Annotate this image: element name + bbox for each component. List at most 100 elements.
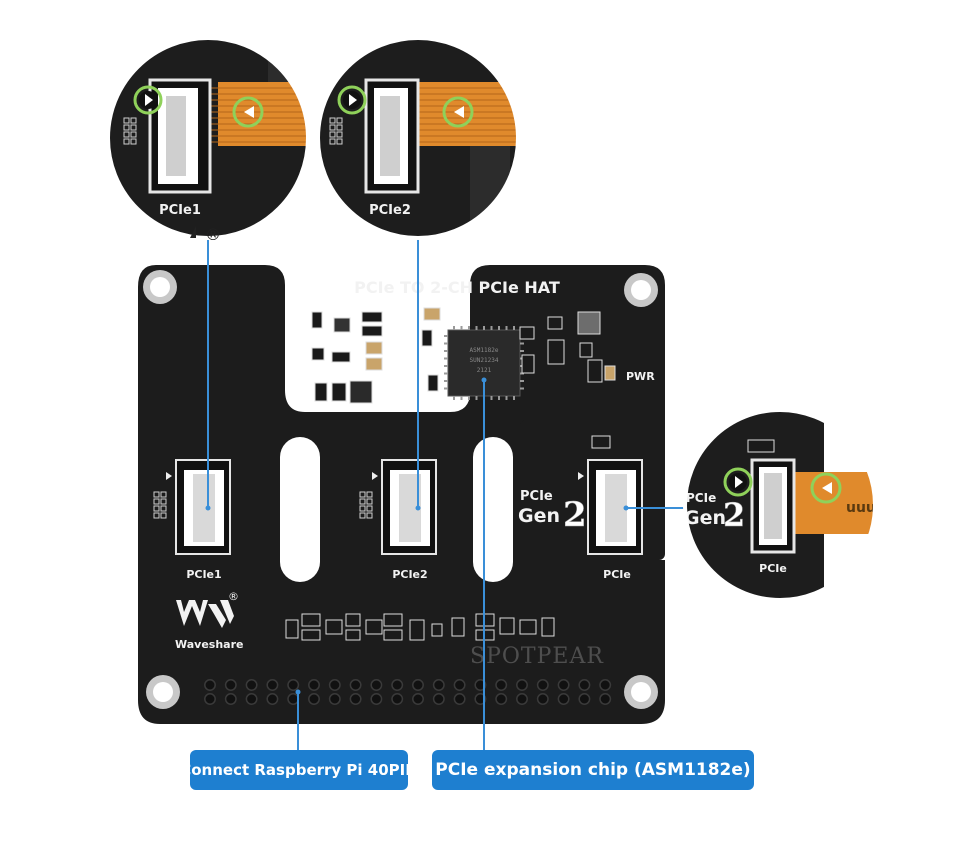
smd-component — [325, 619, 343, 635]
gpio-pin — [224, 679, 237, 691]
waveshare-logo-icon — [176, 600, 234, 628]
gpio-pin — [453, 679, 466, 691]
board-slot-left — [280, 437, 320, 582]
gpio-pin — [245, 679, 258, 691]
zoom-gen-num: 2 — [723, 496, 745, 534]
zoom-label-pcie: PCIe — [759, 562, 787, 575]
test-pad — [336, 131, 343, 138]
connector-label-pcie: PCIe — [603, 568, 631, 581]
smd-component — [383, 629, 403, 641]
test-pad — [160, 505, 167, 512]
gen-badge-bottom: Gen — [518, 505, 560, 527]
zoom-marker-triangle — [190, 226, 196, 238]
zoom-registered-mark: ® — [205, 225, 221, 244]
test-pad — [366, 505, 373, 512]
gpio-pin — [536, 693, 549, 705]
test-pad — [123, 138, 130, 145]
test-pad — [366, 491, 373, 498]
test-pad — [329, 124, 336, 131]
test-pad — [123, 124, 130, 131]
test-pad — [366, 512, 373, 519]
gpio-pin — [495, 679, 508, 691]
mounting-hole-bottom-right — [624, 675, 658, 709]
gpio-pin — [578, 693, 591, 705]
gen-badge-top: PCIe — [520, 489, 553, 504]
smd-component — [365, 619, 383, 635]
pwr-label: PWR — [626, 370, 655, 383]
mounting-hole-bottom-left — [146, 675, 180, 709]
smd-component — [541, 617, 555, 637]
gpio-pin — [224, 693, 237, 705]
zoom-gen-bottom: Gen — [684, 507, 726, 529]
gpio-pin — [245, 693, 258, 705]
test-pad — [160, 491, 167, 498]
smd-component — [451, 617, 465, 637]
test-pad — [153, 512, 160, 519]
chip-marking-3: 2121 — [477, 367, 492, 374]
gpio-pin — [536, 679, 549, 691]
gpio-pin — [308, 679, 320, 691]
power-components — [311, 307, 616, 449]
smd-component — [345, 613, 361, 627]
smd-component — [301, 613, 321, 627]
test-pad — [123, 131, 130, 138]
gpio-pin — [266, 693, 279, 705]
test-pad — [130, 117, 137, 124]
gpio-pin — [391, 679, 404, 691]
board-slot-right — [473, 437, 513, 582]
gpio-pin — [349, 693, 362, 705]
gpio-pin — [308, 693, 320, 705]
test-pad — [160, 512, 167, 519]
zoom-label-pcie1: PCIe1 — [159, 203, 201, 218]
chip-marking-2: SUN21234 — [470, 357, 499, 364]
fpc-connector-pcie1 — [153, 459, 231, 555]
gpio-pin — [557, 679, 570, 691]
test-pad — [153, 491, 160, 498]
connector-label-pcie1: PCIe1 — [186, 568, 221, 581]
test-pad — [359, 512, 366, 519]
gen-badge-num: 2 — [563, 495, 587, 535]
callout-40pin-connector: Connect Raspberry Pi 40PIN — [180, 750, 418, 790]
mounting-hole-top-left — [143, 270, 177, 304]
test-pad — [130, 131, 137, 138]
test-pad — [359, 505, 366, 512]
gpio-pin — [204, 693, 216, 705]
test-pad — [329, 117, 336, 124]
watermark: SPOTPEAR — [470, 644, 604, 669]
gpio-pin — [287, 693, 300, 705]
smd-component — [409, 619, 425, 641]
gpio-pin — [599, 679, 612, 691]
smd-component — [499, 617, 515, 635]
gpio-pin — [599, 693, 612, 705]
gpio-pin — [516, 693, 528, 705]
gpio-pin — [349, 679, 362, 691]
gpio-pin — [578, 679, 591, 691]
test-pad — [123, 117, 130, 124]
smd-component — [345, 629, 361, 641]
test-pad — [329, 138, 336, 145]
test-pad — [153, 498, 160, 505]
gpio-pin — [412, 679, 424, 691]
gpio-pin — [370, 679, 383, 691]
chip-marking-1: ASM1182e — [470, 347, 499, 354]
board-title: PCIe TO 2-CH PCIe HAT — [354, 278, 560, 297]
zoom-label-pcie2: PCIe2 — [369, 203, 411, 218]
waveshare-registered-mark: ® — [228, 590, 239, 603]
test-pad — [160, 498, 167, 505]
test-pad — [359, 491, 366, 498]
test-pad — [359, 498, 366, 505]
gpio-pin — [516, 679, 528, 691]
test-pad — [329, 131, 336, 138]
gpio-pin — [557, 693, 570, 705]
test-pad — [153, 505, 160, 512]
smd-component — [285, 619, 299, 639]
brand-name: Waveshare — [175, 638, 243, 651]
gpio-pin — [412, 693, 424, 705]
gpio-pin — [391, 693, 404, 705]
zoom-cable-text: uuu — [846, 500, 876, 516]
gpio-pin — [453, 693, 466, 705]
connector-label-pcie2: PCIe2 — [392, 568, 427, 581]
test-pad — [336, 124, 343, 131]
test-pad — [336, 138, 343, 145]
